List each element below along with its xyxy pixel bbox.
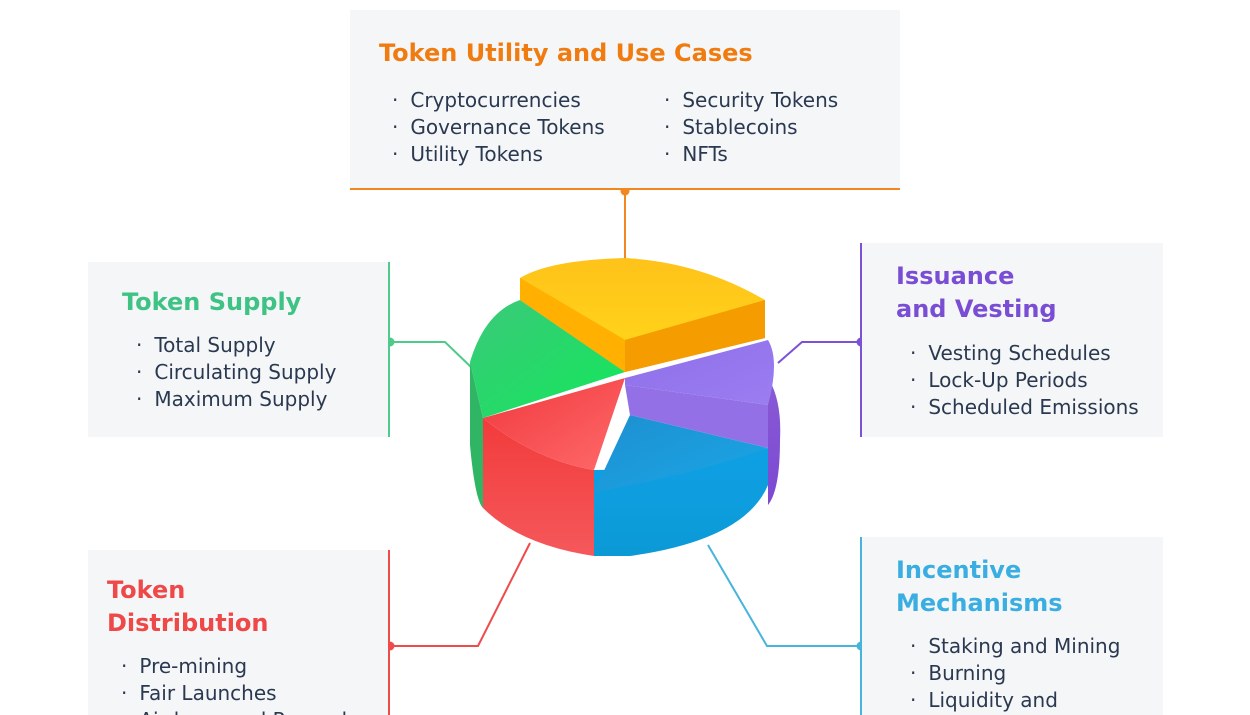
pie-slice-utility <box>520 258 765 340</box>
list-item: Vesting Schedules <box>910 340 1139 367</box>
pie-slice-issuance <box>625 340 774 405</box>
card-issuance-vesting: Issuance and Vesting Vesting Schedules L… <box>860 243 1163 437</box>
list-item: Fair Launches <box>121 680 358 707</box>
list-item: Lock-Up Periods <box>910 367 1139 394</box>
card-title-line2: and Vesting <box>896 295 1057 323</box>
card-incentive-mechanisms: Incentive Mechanisms Staking and Mining … <box>860 537 1163 715</box>
card-title-line2: Mechanisms <box>896 589 1063 617</box>
list-item: Pre-mining <box>121 653 358 680</box>
list-item: NFTs <box>664 141 838 168</box>
list-item: Burning <box>910 660 1120 687</box>
list-item: Airdrops and Rewards <box>121 707 357 715</box>
issuance-list: Vesting Schedules Lock-Up Periods Schedu… <box>910 340 1139 421</box>
list-item: Security Tokens <box>664 87 838 114</box>
connector-issuance <box>777 337 866 364</box>
list-item: Governance Tokens <box>392 114 604 141</box>
list-item: Stablecoins <box>664 114 838 141</box>
list-item: Cryptocurrencies <box>392 87 605 114</box>
connector-incentive <box>707 544 866 651</box>
list-item: Utility Tokens <box>392 141 605 168</box>
card-title-line1: Issuance <box>896 262 1015 290</box>
pie-chart-3d <box>470 258 781 556</box>
card-token-supply: Token Supply Total Supply Circulating Su… <box>88 262 390 437</box>
card-token-utility: Token Utility and Use Cases Cryptocurren… <box>350 10 900 190</box>
list-item: Maximum Supply <box>136 386 336 413</box>
connector-supply <box>385 337 473 369</box>
pie-slice-issuance-side <box>768 378 781 505</box>
incentive-list: Staking and Mining Burning Liquidity and <box>910 633 1120 714</box>
card-title-line1: Incentive <box>896 556 1022 584</box>
pie-slice-supply <box>470 300 625 418</box>
card-title-line1: Token <box>107 576 186 604</box>
pie-slice-incentive <box>594 415 768 492</box>
utility-list-left: Cryptocurrencies Governance Tokens Utili… <box>392 87 605 168</box>
card-title: Issuance and Vesting <box>896 260 1057 326</box>
card-title: Token Distribution <box>107 574 269 640</box>
connector-utility <box>620 186 630 262</box>
list-item: Scheduled Emissions <box>910 394 1138 421</box>
card-title: Token Utility and Use Cases <box>379 39 753 67</box>
utility-list-right: Security Tokens Stablecoins NFTs <box>664 87 838 168</box>
card-title: Incentive Mechanisms <box>896 554 1063 620</box>
card-title: Token Supply <box>122 288 302 316</box>
list-item: Total Supply <box>136 332 336 359</box>
supply-list: Total Supply Circulating Supply Maximum … <box>136 332 336 413</box>
pie-slice-distribution <box>483 378 625 470</box>
pie-slice-distribution-side <box>483 418 594 556</box>
distribution-list: Pre-mining Fair Launches Airdrops and Re… <box>121 653 358 715</box>
list-item: Staking and Mining <box>910 633 1120 660</box>
pie-slice-supply-side <box>470 362 483 508</box>
card-title-line2: Distribution <box>107 609 269 637</box>
list-item: Circulating Supply <box>136 359 336 386</box>
connector-distribution <box>385 542 531 651</box>
card-token-distribution: Token Distribution Pre-mining Fair Launc… <box>88 550 390 715</box>
list-item: Liquidity and <box>910 687 1120 714</box>
